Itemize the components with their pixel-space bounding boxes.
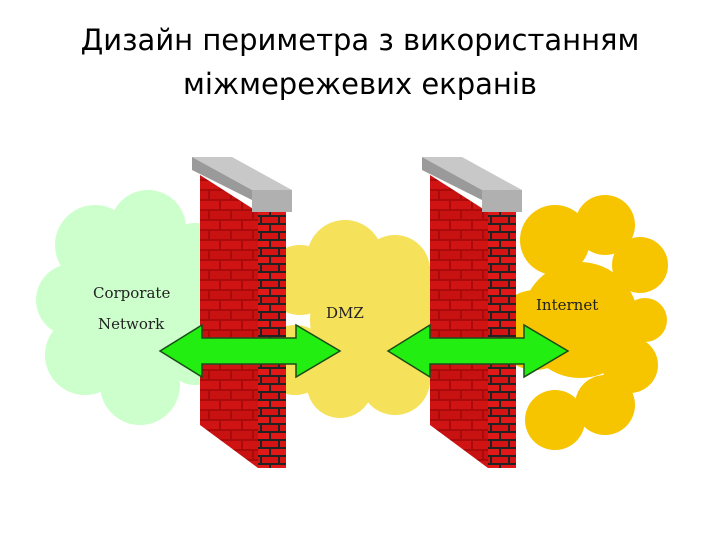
arrow-corporate-dmz bbox=[158, 323, 342, 379]
internet-cloud: Internet bbox=[495, 195, 668, 450]
cloud-shape-internet bbox=[495, 195, 668, 450]
arrow-dmz-internet bbox=[386, 323, 570, 379]
corporate-network-label-line-2: Network bbox=[98, 315, 165, 333]
firewall-1-cap-front bbox=[252, 190, 292, 212]
firewall-2-side-face bbox=[430, 175, 488, 468]
firewall-2-cap-front bbox=[482, 190, 522, 212]
firewall-1-cap-side bbox=[192, 157, 252, 200]
firewall-2-cap-top bbox=[422, 157, 522, 190]
firewall-1 bbox=[192, 157, 292, 468]
title-line-2: міжмережевих екранів bbox=[183, 67, 537, 101]
title-line-1: Дизайн периметра з використанням bbox=[80, 23, 640, 57]
firewall-2 bbox=[422, 157, 522, 468]
corporate-network-label-line-1: Corporate bbox=[93, 284, 170, 302]
corporate-network-label: Corporate Network bbox=[93, 284, 175, 333]
firewall-1-side-face bbox=[200, 175, 258, 468]
firewall-2-cap-side bbox=[422, 157, 482, 200]
dmz-label: DMZ bbox=[326, 304, 364, 322]
internet-label: Internet bbox=[536, 296, 598, 314]
firewall-1-cap-top bbox=[192, 157, 292, 190]
slide-title: Дизайн периметра з використанням міжмере… bbox=[0, 18, 720, 106]
